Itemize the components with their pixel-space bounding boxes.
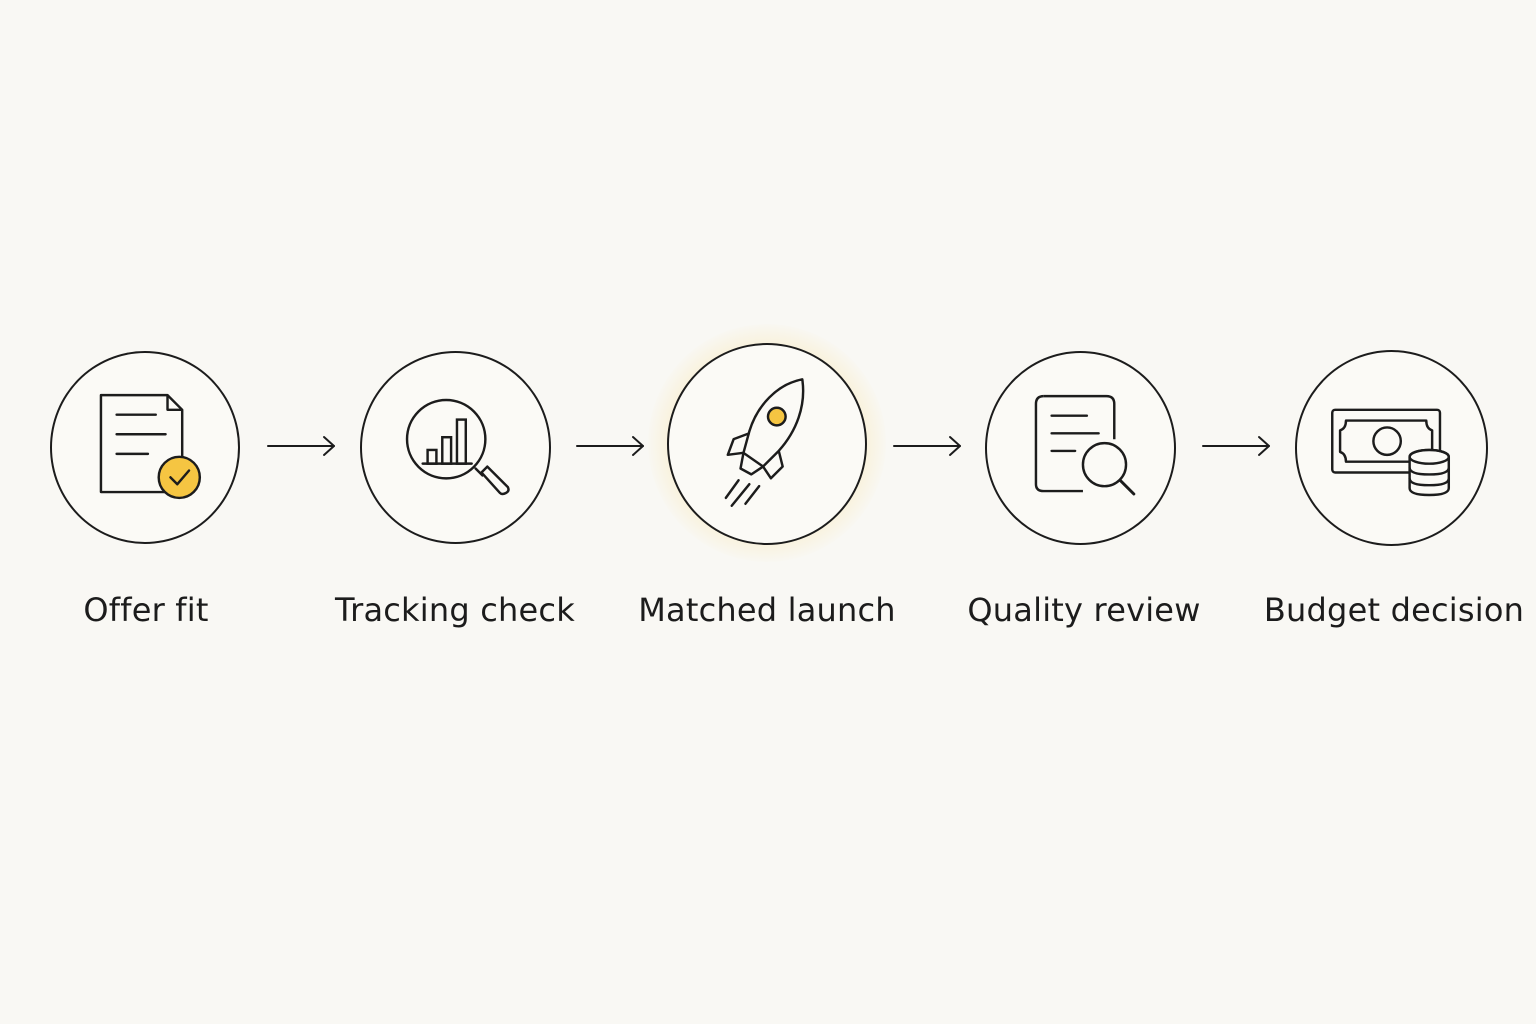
chart-magnifier-icon [405, 398, 510, 496]
arrow-right-icon [576, 436, 644, 456]
arrow-right-icon [1202, 436, 1270, 456]
step-label-offer-fit: Offer fit [83, 591, 209, 629]
money-coins-icon [1331, 408, 1451, 497]
step-quality-review [985, 351, 1176, 545]
document-check-icon [99, 393, 202, 500]
rocket-icon [724, 378, 805, 507]
arrow-right-icon [893, 436, 961, 456]
step-label-matched-launch: Matched launch [638, 591, 896, 629]
step-label-quality-review: Quality review [967, 591, 1201, 629]
step-label-budget-decision: Budget decision [1263, 591, 1525, 629]
step-offer-fit [50, 351, 240, 544]
step-tracking-check [360, 351, 551, 544]
step-label-tracking-check: Tracking check [335, 591, 575, 629]
document-search-icon [1034, 394, 1136, 496]
step-matched-launch [667, 343, 867, 545]
step-budget-decision [1295, 350, 1488, 546]
arrow-right-icon [267, 436, 335, 456]
